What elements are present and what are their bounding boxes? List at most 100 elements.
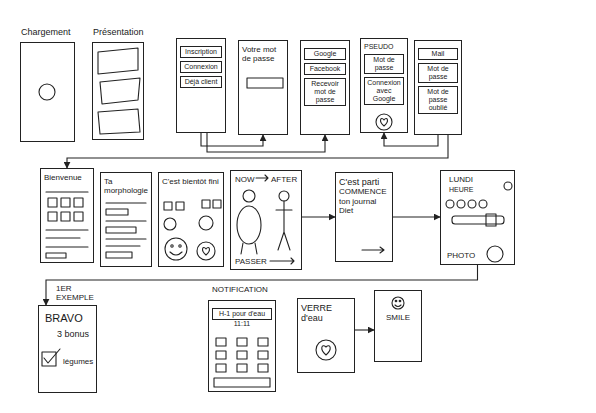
journal-widgets	[446, 182, 512, 262]
app-icon-grid	[237, 338, 247, 346]
choice-icons	[176, 202, 184, 210]
button-box: Connexion avec Google	[364, 77, 404, 105]
button-label: Facebook	[307, 65, 343, 73]
choice-icons	[202, 200, 210, 208]
flow-arrow	[207, 133, 325, 152]
screen-frame: LUNDIHEUREPHOTO	[440, 170, 515, 265]
note-label: NOTIFICATION	[212, 285, 268, 294]
button-label: Déjà client	[183, 78, 219, 86]
screen-frame: Bienvenue	[40, 168, 94, 263]
button-label: Mot de passe	[367, 56, 401, 72]
button-label: Mot de passe	[421, 65, 455, 81]
screen-frame: Ta morphologie	[100, 172, 152, 267]
button-label: Inscription	[183, 48, 219, 56]
screen-text: légumes	[63, 357, 93, 366]
smile-face	[395, 305, 401, 307]
choice-icons	[164, 202, 172, 210]
screen-text: Ta morphologie	[104, 177, 148, 195]
welcome-content	[74, 212, 83, 221]
screen-text: Présentation	[93, 27, 144, 37]
screen-text: VERRE d'eau	[301, 303, 351, 324]
button-label: H-1 pour d'eau	[215, 310, 269, 318]
water-heart	[322, 346, 330, 355]
slide-cards	[98, 48, 138, 74]
screen-frame: C'est partiCOMMENCE ton journal Diet	[335, 172, 393, 262]
button-label: Mot de passe oublié	[421, 88, 455, 112]
button-label: Connexion	[183, 63, 219, 71]
morphology-lines	[106, 202, 146, 203]
button-box: Recevoir mot de passe	[304, 78, 346, 106]
screen-text: LUNDI	[449, 175, 473, 184]
before-after-figures	[241, 243, 257, 254]
button-box: Google	[304, 48, 346, 60]
button-label: Recevoir mot de passe	[307, 80, 343, 104]
screen-text: SMILE	[378, 313, 418, 322]
welcome-content	[48, 198, 57, 207]
screen-frame: VERRE d'eau	[297, 298, 355, 373]
button-box: H-1 pour d'eau	[212, 308, 272, 320]
welcome-content	[46, 253, 66, 258]
morphology-lines	[106, 220, 146, 221]
app-icon-grid	[216, 351, 226, 359]
heart-icon	[376, 114, 392, 130]
app-icon-grid	[237, 351, 247, 359]
screen-frame: PSEUDO Mot de passeConnexion avec Google	[360, 38, 408, 133]
screen-frame: SMILE	[374, 290, 422, 362]
journal-widgets	[468, 200, 476, 208]
password-field	[247, 78, 283, 88]
choice-icons	[170, 252, 182, 255]
screen-text: PSEUDO	[364, 43, 404, 51]
screen-text: PASSER	[235, 257, 267, 266]
choice-icons	[165, 238, 187, 260]
journal-widgets	[479, 200, 487, 208]
loading-circle	[39, 84, 55, 100]
slide-cards	[100, 78, 140, 104]
choice-icons	[179, 245, 181, 247]
screen-frame: BRAVO 3 bonus légumes	[38, 305, 97, 393]
screen-frame: Présentation	[92, 42, 144, 140]
app-icon-grid	[258, 338, 268, 346]
button-label: Google	[307, 50, 343, 58]
screen-text: Chargement	[21, 27, 71, 37]
heart-icon	[376, 114, 392, 130]
welcome-content	[61, 212, 70, 221]
button-label: Mail	[421, 50, 455, 58]
button-box: Mot de passe	[364, 54, 404, 74]
check-box	[42, 349, 60, 366]
start-arrow	[362, 247, 384, 253]
before-after-figures	[256, 175, 268, 181]
screen-frame: Chargement	[20, 42, 75, 142]
welcome-content	[46, 191, 88, 192]
slide-cards	[98, 48, 140, 134]
morphology-lines	[106, 252, 132, 258]
journal-widgets	[446, 200, 454, 208]
welcome-content	[61, 198, 70, 207]
password-field	[247, 78, 283, 88]
smile-face	[399, 300, 401, 302]
screen-frame: NOWAFTERPASSER	[230, 170, 302, 270]
screen-text: Bienvenue	[44, 173, 90, 182]
button-box: Déjà client	[180, 76, 222, 88]
slide-cards	[98, 109, 140, 134]
loading-circle	[39, 84, 55, 100]
heart-icon	[381, 119, 388, 126]
morphology-lines	[106, 203, 146, 258]
flow-arrow	[46, 265, 478, 305]
welcome-content	[74, 198, 83, 207]
check-box	[44, 349, 60, 363]
morphology-lines	[106, 227, 136, 233]
screen-text: AFTER	[271, 175, 297, 184]
before-after-figures	[243, 190, 255, 202]
welcome-content	[46, 192, 88, 258]
journal-widgets	[457, 200, 465, 208]
screen-text: 3 bonus	[57, 329, 89, 339]
journal-widgets	[487, 246, 503, 262]
screen-text: COMMENCE ton journal Diet	[339, 187, 389, 215]
screen-text: Votre mot de passe	[242, 45, 284, 63]
choice-icons	[171, 245, 173, 247]
screen-text: HEURE	[449, 186, 474, 194]
flow-arrow	[393, 216, 440, 217]
screen-text: BRAVO	[45, 312, 83, 325]
